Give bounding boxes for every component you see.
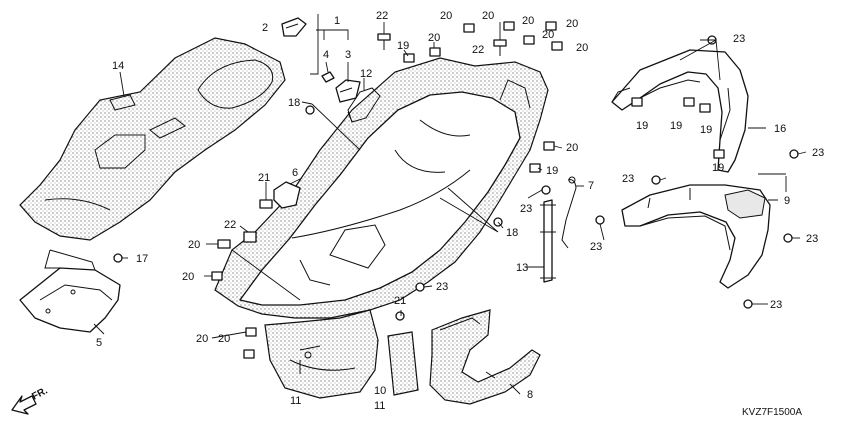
callout-8: 8: [527, 389, 533, 401]
callout-4: 4: [323, 49, 329, 61]
callout-23-c: 23: [733, 33, 745, 45]
callout-21-b: 21: [394, 295, 406, 307]
callout-3: 3: [345, 49, 351, 61]
clip-6-part: [273, 181, 301, 209]
callout-22-c: 22: [224, 219, 236, 231]
callout-19-f: 19: [712, 162, 724, 174]
callout-9: 9: [784, 195, 790, 207]
diagram-code: KVZ7F1500A: [742, 407, 802, 418]
callout-20-d: 20: [522, 15, 534, 27]
callout-22-b: 22: [472, 44, 484, 56]
front-arrow-icon: [11, 395, 37, 415]
small-cover-part: [281, 17, 307, 37]
direction-label: FR.: [30, 385, 50, 402]
callout-7: 7: [588, 180, 594, 192]
callout-20-h: 20: [566, 142, 578, 154]
label-plate-part: [387, 331, 419, 396]
callout-13: 13: [516, 262, 528, 274]
callout-20-f: 20: [542, 29, 554, 41]
luggage-box-part: [214, 57, 549, 399]
callout-20-l: 20: [218, 333, 230, 345]
callout-19-a: 19: [397, 40, 409, 52]
rod-13-part: [540, 199, 556, 283]
callout-18-b: 18: [506, 227, 518, 239]
callout-23-a: 23: [520, 203, 532, 215]
callout-23-f: 23: [590, 241, 602, 253]
callout-22-a: 22: [376, 10, 388, 22]
callout-21-a: 21: [258, 172, 270, 184]
callout-10: 10: [374, 385, 386, 397]
stay-bracket-part: [347, 87, 381, 123]
bracket-3-part: [335, 79, 361, 103]
callout-19-d: 19: [670, 120, 682, 132]
callout-20-e: 20: [566, 18, 578, 30]
cable-7-part: [561, 176, 577, 249]
callout-20-j: 20: [182, 271, 194, 283]
callout-14: 14: [112, 60, 124, 72]
callout-18-a: 18: [288, 97, 300, 109]
callout-numbers: 2 1 4 3 12 18 22 19 20 20 20 22 20 20 20…: [96, 10, 824, 412]
callout-11-a: 11: [290, 395, 301, 407]
callout-23-b: 23: [436, 281, 448, 293]
callout-20-c: 20: [482, 10, 494, 22]
callout-23-g: 23: [806, 233, 818, 245]
callout-5: 5: [96, 337, 102, 349]
callout-20-b: 20: [440, 10, 452, 22]
lower-bracket-part: [19, 249, 121, 333]
callout-17: 17: [136, 253, 148, 265]
callout-23-e: 23: [622, 173, 634, 185]
callout-19-e: 19: [700, 124, 712, 136]
callout-2: 2: [262, 22, 268, 34]
front-direction-indicator: FR.: [11, 385, 50, 415]
leader-lines: [93, 14, 807, 395]
rear-cover-9-part: [621, 184, 771, 289]
callout-20-g: 20: [576, 42, 588, 54]
callout-16: 16: [774, 123, 786, 135]
callout-6: 6: [292, 167, 298, 179]
callout-23-d: 23: [812, 147, 824, 159]
callout-20-a: 20: [428, 32, 440, 44]
callout-1: 1: [334, 15, 340, 27]
callout-12: 12: [360, 68, 372, 80]
callout-19-b: 19: [546, 165, 558, 177]
callout-23-h: 23: [770, 299, 782, 311]
screw-4-part: [321, 71, 335, 83]
callout-20-i: 20: [188, 239, 200, 251]
callout-11-b: 11: [374, 400, 385, 412]
side-cover-8-part: [429, 309, 541, 405]
seat-liner-part: [19, 37, 286, 241]
callout-20-k: 20: [196, 333, 208, 345]
callout-19-c: 19: [636, 120, 648, 132]
rear-cowl-16-part: [611, 49, 749, 173]
